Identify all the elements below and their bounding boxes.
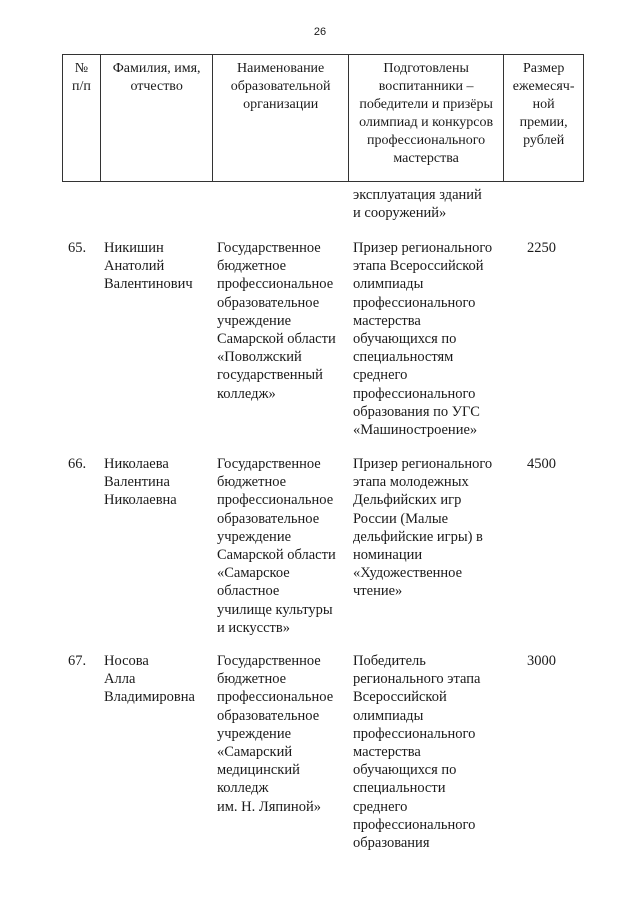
row-organization: Государственное бюджетное профессиональн… [217, 456, 336, 636]
header-amount: Размер ежемесяч- ной премии, рублей [504, 55, 583, 181]
header-achievement: Подготовлены воспитанники – победители и… [349, 55, 505, 181]
table-header: № п/п Фамилия, имя, отчество Наименовани… [62, 54, 584, 182]
row-achievement: Призер регионального этапа Всероссийской… [353, 240, 493, 439]
row-achievement: Призер регионального этапа молодежных Де… [353, 456, 493, 600]
row-organization: Государственное бюджетное профессиональн… [217, 653, 334, 815]
row-amount: 4500 [527, 456, 556, 472]
row-number: 65. [68, 240, 87, 256]
header-organization: Наименование образовательной организации [213, 55, 349, 181]
continuation-fragment: эксплуатация зданий и сооружений» [353, 187, 482, 222]
header-name-text: Фамилия, имя, отчество [112, 61, 201, 94]
row-amount: 3000 [527, 653, 556, 669]
row-name: Никишин Анатолий Валентинович [104, 240, 193, 293]
header-amount-text: Размер ежемесяч- ной премии, рублей [512, 61, 575, 148]
row-name: Носова Алла Владимировна [104, 653, 195, 706]
header-achievement-text: Подготовлены воспитанники – победители и… [359, 61, 494, 166]
row-name: Николаева Валентина Николаевна [104, 456, 177, 509]
row-achievement: Победитель регионального этапа Всероссий… [353, 653, 481, 852]
row-amount: 2250 [527, 240, 556, 256]
header-number-text: № п/п [71, 61, 91, 94]
row-organization: Государственное бюджетное профессиональн… [217, 240, 336, 402]
page-number: 26 [313, 26, 327, 38]
row-number: 67. [68, 653, 87, 669]
header-number: № п/п [63, 55, 101, 181]
row-number: 66. [68, 456, 87, 472]
header-name: Фамилия, имя, отчество [101, 55, 214, 181]
header-organization-text: Наименование образовательной организации [230, 61, 331, 112]
